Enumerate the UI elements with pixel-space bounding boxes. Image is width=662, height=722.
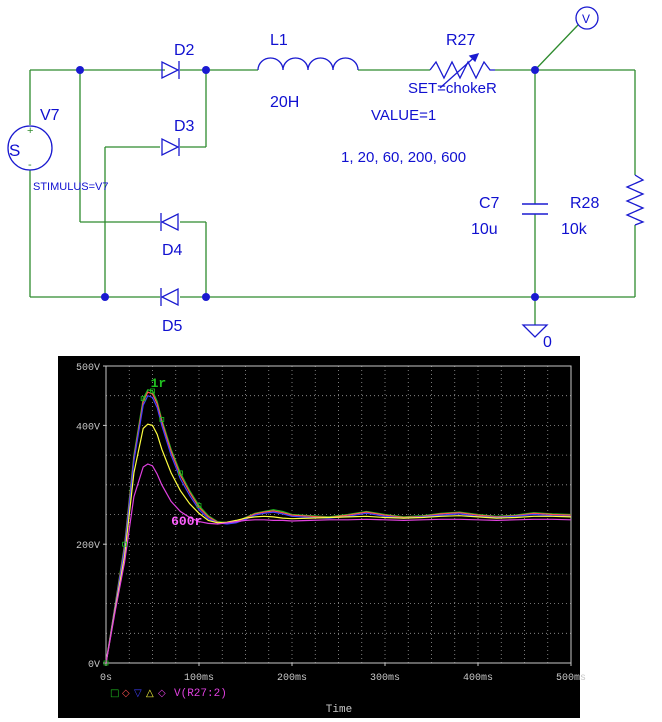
junction-dot bbox=[101, 293, 109, 301]
legend-marker: □ bbox=[110, 688, 119, 699]
sweep-values: 1, 20, 60, 200, 600 bbox=[341, 149, 466, 166]
probe-label: V bbox=[582, 12, 590, 26]
x-axis-ticks: 0s 100ms 200ms 300ms 400ms 500ms bbox=[100, 663, 586, 684]
schematic: S + - V7 STIMULUS=V7 D2 D3 D4 D5 L1 20H bbox=[7, 6, 645, 351]
y-tick-label: 400V bbox=[76, 422, 100, 433]
plus-sign: + bbox=[27, 125, 33, 137]
voltage-probe-icon[interactable]: V bbox=[575, 6, 599, 30]
c7-label: C7 bbox=[479, 195, 500, 212]
x-tick-label: 400ms bbox=[463, 673, 493, 684]
x-tick-label: 300ms bbox=[370, 673, 400, 684]
d3-label: D3 bbox=[174, 118, 195, 135]
d4-label: D4 bbox=[162, 242, 183, 259]
source-letter: S bbox=[9, 141, 20, 160]
diode-d5[interactable] bbox=[160, 287, 179, 307]
series-marker bbox=[103, 660, 109, 666]
r27-label: R27 bbox=[446, 32, 475, 49]
series-line-5 bbox=[105, 463, 572, 664]
junction-dot bbox=[531, 66, 539, 74]
stimulus-label: STIMULUS=V7 bbox=[33, 181, 109, 193]
ground-symbol bbox=[521, 324, 549, 338]
junction-dot bbox=[202, 66, 210, 74]
plot-background bbox=[58, 356, 580, 718]
d5-label: D5 bbox=[162, 318, 183, 335]
wires bbox=[29, 24, 636, 325]
l1-value: 20H bbox=[270, 94, 299, 111]
legend-label: V(R27:2) bbox=[174, 688, 227, 700]
c7-value: 10u bbox=[471, 221, 498, 238]
capacitor-c7[interactable] bbox=[522, 203, 548, 215]
annotation-label: 1r bbox=[151, 376, 167, 391]
plot-traces bbox=[103, 388, 572, 666]
junction-dot bbox=[531, 293, 539, 301]
series-line-3 bbox=[105, 394, 572, 664]
junction-dot bbox=[202, 293, 210, 301]
x-tick-label: 200ms bbox=[277, 673, 307, 684]
x-tick-label: 100ms bbox=[184, 673, 214, 684]
diode-d3[interactable] bbox=[161, 137, 180, 157]
y-tick-label: 0V bbox=[88, 660, 100, 671]
r28-value: 10k bbox=[561, 221, 588, 238]
annotation-label: 600r bbox=[171, 514, 202, 529]
series-marker bbox=[196, 503, 202, 508]
diode-d4[interactable] bbox=[160, 212, 179, 232]
y-axis-ticks: 0V 200V 400V 500V bbox=[76, 363, 106, 671]
legend-marker: △ bbox=[146, 688, 154, 699]
r28-label: R28 bbox=[570, 195, 599, 212]
y-tick-label: 500V bbox=[76, 363, 100, 374]
series-line-4 bbox=[105, 423, 572, 664]
legend-marker: ◇ bbox=[122, 688, 130, 699]
resistor-r28[interactable] bbox=[625, 174, 645, 226]
junction-dot bbox=[76, 66, 84, 74]
voltage-source-v7[interactable]: S + - V7 STIMULUS=V7 bbox=[7, 107, 109, 193]
series-marker bbox=[140, 396, 146, 402]
legend-marker: ▽ bbox=[134, 688, 142, 699]
potentiometer-r27[interactable] bbox=[429, 53, 495, 89]
r27-set-param: SET=chokeR bbox=[408, 80, 497, 97]
ground-label: 0 bbox=[543, 334, 552, 351]
series-marker bbox=[159, 417, 165, 422]
r27-value: VALUE=1 bbox=[371, 107, 436, 124]
series-marker bbox=[122, 541, 127, 547]
plot-legend: □◇▽△◇V(R27:2) bbox=[110, 688, 227, 700]
l1-label: L1 bbox=[270, 32, 288, 49]
x-axis-title: Time bbox=[326, 704, 352, 716]
diode-d2[interactable] bbox=[161, 60, 180, 80]
x-tick-label: 500ms bbox=[556, 673, 586, 684]
series-line-2 bbox=[105, 391, 572, 664]
minus-sign: - bbox=[28, 159, 32, 171]
series-marker bbox=[178, 470, 183, 476]
series-marker bbox=[150, 388, 155, 394]
y-tick-label: 200V bbox=[76, 541, 100, 552]
d2-label: D2 bbox=[174, 42, 195, 59]
x-tick-label: 0s bbox=[100, 673, 112, 684]
source-name: V7 bbox=[40, 107, 60, 124]
junctions bbox=[76, 66, 539, 301]
inductor-l1[interactable] bbox=[257, 57, 359, 71]
plot-annotations: 1r 600r bbox=[151, 376, 203, 529]
waveform-plot: 0V 200V 400V 500V 0s 100ms 200ms 300ms 400ms 500… bbox=[58, 356, 586, 718]
legend-marker: ◇ bbox=[158, 688, 166, 699]
